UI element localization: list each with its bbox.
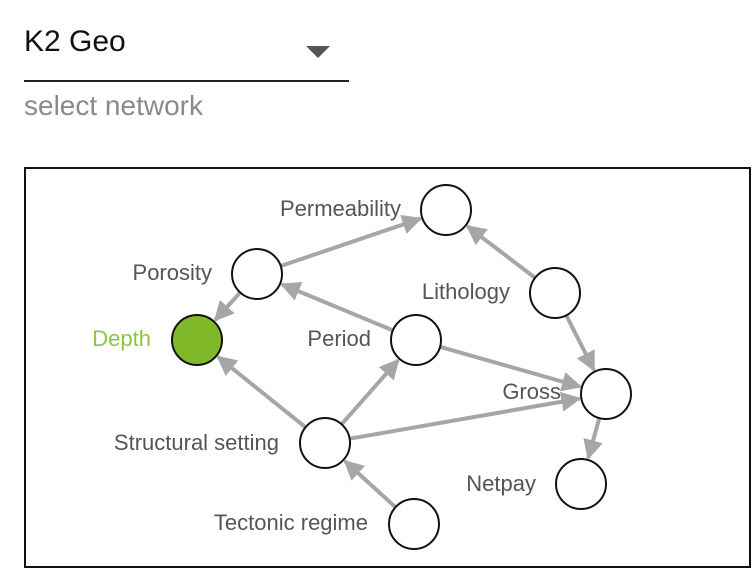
node-label-gross: Gross [502,379,561,404]
edge-tectonic-regime-to-structural-setting [343,459,397,509]
edge-period-to-porosity [280,282,394,333]
node-netpay[interactable] [555,458,607,510]
network-select-label: select network [24,90,203,121]
node-period[interactable] [390,314,442,366]
node-label-tectonic-regime: Tectonic regime [214,510,368,535]
nodes-layer [171,184,632,550]
edge-period-to-gross [439,344,582,392]
network-graph-panel [24,167,751,568]
edge-porosity-to-depth [213,291,242,322]
edge-porosity-to-permeability [280,214,423,268]
network-select-value: K2 Geo [24,25,126,58]
node-label-structural-setting: Structural setting [114,430,279,455]
edge-structural-setting-to-period [340,358,400,426]
edge-structural-setting-to-depth [216,355,307,429]
node-lithology[interactable] [529,267,581,319]
node-label-period: Period [307,326,371,351]
node-tectonic-regime[interactable] [388,498,440,550]
node-label-porosity: Porosity [133,260,212,285]
node-label-permeability: Permeability [280,196,401,221]
node-label-depth: Depth [92,326,151,351]
node-porosity[interactable] [231,248,283,300]
node-label-lithology: Lithology [422,279,510,304]
edge-structural-setting-to-gross [349,391,582,441]
node-structural-setting[interactable] [299,417,351,469]
network-select[interactable]: K2 Geo [24,18,349,82]
edge-lithology-to-gross [564,314,596,372]
node-permeability[interactable] [420,184,472,236]
edge-gross-to-netpay [583,417,603,460]
node-depth[interactable] [171,314,223,366]
node-gross[interactable] [580,368,632,420]
node-label-netpay: Netpay [466,471,536,496]
edges-layer [213,214,603,509]
edge-lithology-to-permeability [465,224,537,280]
chevron-down-icon[interactable] [306,46,330,58]
